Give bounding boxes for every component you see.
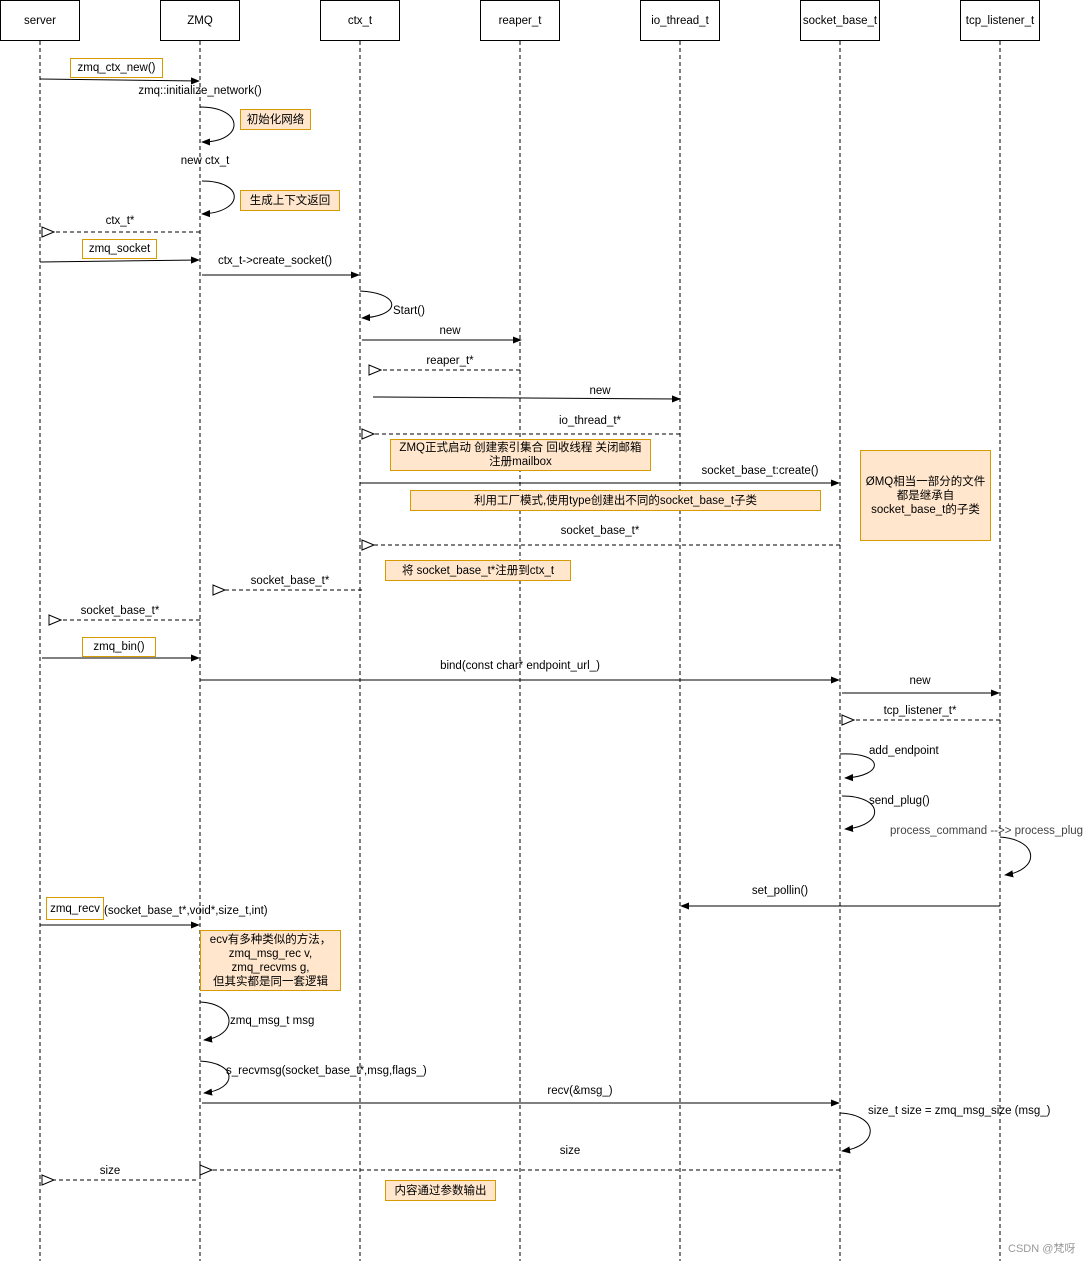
note-output: 内容通过参数输出 bbox=[385, 1180, 496, 1201]
return-arrows bbox=[54, 232, 1000, 1180]
message-labels: zmq::initialize_network() new ctx_t ctx_… bbox=[81, 85, 1083, 1177]
call-zmq-ctx-new: zmq_ctx_new() bbox=[70, 58, 163, 78]
lifelines bbox=[39, 41, 1001, 1261]
call-arrows bbox=[39, 77, 1000, 1107]
label-socket-base-return-1: socket_base_t* bbox=[561, 525, 640, 537]
label-reaper-return: reaper_t* bbox=[426, 355, 474, 367]
label-zmq-msg-t: zmq_msg_t msg bbox=[230, 1015, 314, 1027]
call-zmq-socket: zmq_socket bbox=[82, 239, 157, 259]
label-send-plug: send_plug() bbox=[869, 795, 930, 807]
label-tcp-listener-return: tcp_listener_t* bbox=[884, 705, 957, 717]
loop-zmq-msg-t bbox=[199, 1001, 230, 1043]
participant-ctx-t: ctx_t bbox=[320, 0, 400, 41]
label-add-endpoint: add_endpoint bbox=[869, 745, 940, 757]
label-size-return-1: size bbox=[560, 1145, 580, 1157]
loop-msg-size bbox=[839, 1112, 871, 1154]
loop-s-recvmsg bbox=[199, 1060, 230, 1096]
note-inherit-line-2: 都是继承自 bbox=[896, 489, 955, 502]
watermark: CSDN @梵呀 bbox=[1008, 1243, 1076, 1255]
participant-server: server bbox=[0, 0, 80, 41]
note-zmq-start-line-1: ZMQ正式启动 创建索引集合 回收线程 关闭邮箱 bbox=[399, 442, 642, 454]
label-socket-base-return-3: socket_base_t* bbox=[81, 605, 160, 617]
loop-process-plug bbox=[999, 836, 1032, 878]
label-recv: recv(&msg_) bbox=[547, 1085, 612, 1097]
arrow-zmq-ctx-new bbox=[39, 77, 200, 85]
label-recv-args: (socket_base_t*,void*,size_t,int) bbox=[104, 905, 268, 917]
note-recv-variants-line-2: zmq_msg_rec v, bbox=[228, 947, 313, 960]
label-s-recvmsg: s_recvmsg(socket_base_t*,msg,flags_) bbox=[226, 1065, 427, 1077]
participant-socket-base-t: socket_base_t bbox=[800, 0, 880, 41]
arrow-zmq-socket bbox=[39, 256, 200, 264]
label-new-ctx: new ctx_t bbox=[181, 155, 230, 167]
loop-send-plug bbox=[841, 795, 875, 832]
self-loops bbox=[199, 106, 1032, 1154]
note-return-ctx: 生成上下文返回 bbox=[240, 190, 340, 211]
label-size-return-2: size bbox=[100, 1165, 120, 1177]
loop-add-endpoint bbox=[839, 753, 875, 782]
label-set-pollin: set_pollin() bbox=[752, 885, 808, 897]
label-socket-base-return-2: socket_base_t* bbox=[251, 575, 330, 587]
call-zmq-bind: zmq_bin() bbox=[82, 637, 156, 657]
note-recv-variants: ecv有多种类似的方法， zmq_msg_rec v, zmq_recvms g… bbox=[200, 930, 341, 991]
label-ctx-t-return: ctx_t* bbox=[106, 215, 135, 227]
note-factory: 利用工厂模式,使用type创建出不同的socket_base_t子类 bbox=[410, 490, 821, 511]
label-new-io-thread: new bbox=[589, 385, 611, 397]
note-inherit-line-3: socket_base_t的子类 bbox=[871, 503, 980, 516]
label-initialize-network: zmq::initialize_network() bbox=[138, 85, 262, 97]
label-msg-size: size_t size = zmq_msg_size (msg_) bbox=[868, 1105, 1051, 1117]
arrow-new-io-thread bbox=[372, 395, 681, 403]
loop-start bbox=[359, 290, 393, 322]
label-new-listener: new bbox=[909, 675, 931, 687]
note-recv-variants-line-3: zmq_recvms g, bbox=[231, 961, 310, 974]
note-zmq-start: ZMQ正式启动 创建索引集合 回收线程 关闭邮箱 注册mailbox bbox=[390, 439, 651, 471]
participant-io-thread-t: io_thread_t bbox=[640, 0, 720, 41]
loop-new-ctx bbox=[201, 180, 235, 218]
note-recv-variants-line-4: 但其实都是同一套逻辑 bbox=[213, 975, 328, 988]
label-process-command: process_command -->> process_plug bbox=[890, 825, 1083, 837]
label-bind: bind(const char* endpoint_url_) bbox=[440, 660, 600, 672]
label-create-socket: ctx_t->create_socket() bbox=[218, 255, 332, 267]
loop-initialize-network bbox=[199, 106, 235, 146]
label-socket-create: socket_base_t:create() bbox=[702, 465, 819, 477]
note-zmq-start-line-2: 注册mailbox bbox=[489, 456, 552, 468]
participant-reaper-t: reaper_t bbox=[480, 0, 560, 41]
call-zmq-recv: zmq_recv bbox=[46, 897, 104, 920]
note-recv-variants-line-1: ecv有多种类似的方法， bbox=[209, 933, 332, 946]
note-register: 将 socket_base_t*注册到ctx_t bbox=[385, 560, 571, 581]
participant-tcp-listener-t: tcp_listener_t bbox=[960, 0, 1040, 41]
participant-zmq: ZMQ bbox=[160, 0, 240, 41]
note-init-network: 初始化网络 bbox=[240, 109, 311, 130]
label-new-reaper: new bbox=[439, 325, 461, 337]
label-start: Start() bbox=[393, 305, 425, 317]
label-io-thread-return: io_thread_t* bbox=[559, 415, 622, 427]
note-inherit: ØMQ相当一部分的文件 都是继承自 socket_base_t的子类 bbox=[860, 450, 991, 541]
note-inherit-line-1: ØMQ相当一部分的文件 bbox=[865, 475, 986, 488]
